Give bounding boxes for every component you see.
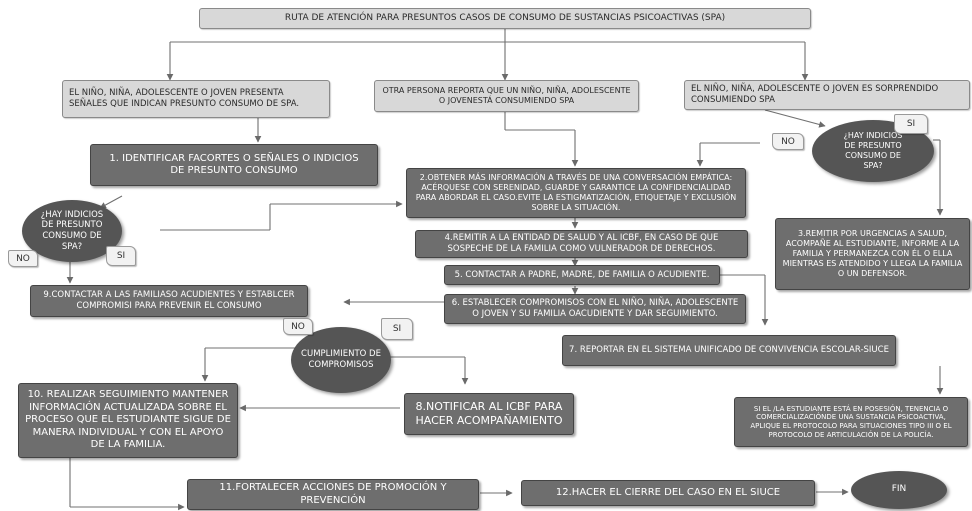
step-9-contact-families: 9.CONTACTAR A LAS FAMILIASO ACUDIENTES Y… — [30, 285, 308, 317]
step-4-refer: 4.REMITIR A LA ENTIDAD DE SALUD Y AL ICB… — [415, 230, 748, 258]
flag-yes-right: SI — [894, 114, 928, 134]
entry-caught: EL NIÑO, NIÑA, ADOLESCENTE O JOVEN ES SO… — [684, 80, 970, 110]
flag-no-right: NO — [772, 133, 804, 150]
flag-no-left: NO — [8, 250, 38, 267]
flag-no-commitments: NO — [283, 318, 313, 335]
step-10-follow-up: 10. REALIZAR SEGUIMIENTO MANTENER INFORM… — [18, 383, 238, 458]
step-5-contact-family: 5. CONTACTAR A PADRE, MADRE, DE FAMILIA … — [444, 265, 720, 285]
step-7-report-siuce: 7. REPORTAR EN EL SISTEMA UNIFICADO DE C… — [562, 335, 896, 366]
end-node: FIN — [851, 471, 947, 509]
step-6-commitments: 6. ESTABLECER COMPROMISOS CON EL NIÑO, N… — [444, 294, 746, 324]
decision-commitments: CUMPLIMIENTO DE COMPROMISOS — [291, 327, 391, 393]
entry-report: OTRA PERSONA REPORTA QUE UN NIÑO, NIÑA, … — [374, 80, 639, 112]
page-title: RUTA DE ATENCIÓN PARA PRESUNTOS CASOS DE… — [199, 8, 811, 29]
step-12-close-case: 12.HACER EL CIERRE DEL CASO EN EL SIUCE — [521, 480, 815, 506]
step-2-gather-info: 2.OBTENER MÁS INFORMACIÓN A TRAVÉS DE UN… — [406, 168, 746, 218]
flag-yes-left: SI — [106, 246, 136, 266]
decision-left: ¿HAY INDICIOS DE PRESUNTO CONSUMO DE SPA… — [22, 200, 122, 262]
step-1-identify: 1. IDENTIFICAR FACORTES O SEÑALES O INDI… — [90, 144, 378, 186]
entry-signs: EL NIÑO, NIÑA, ADOLESCENTE O JOVEN PRESE… — [62, 80, 330, 118]
step-11-strengthen: 11.FORTALECER ACCIONES DE PROMOCIÓN Y PR… — [187, 479, 479, 510]
flag-yes-commitments: SI — [381, 318, 413, 340]
step-3-emergency: 3.REMITIR POR URGENCIAS A SALUD, ACOMPAÑ… — [775, 218, 970, 290]
step-8-notify-icbf: 8.NOTIFICAR AL ICBF PARA HACER ACOMPAÑAM… — [404, 393, 574, 435]
note-type-iii: SI EL /LA ESTUDIANTE ESTÁ EN POSESIÓN, T… — [734, 397, 968, 447]
